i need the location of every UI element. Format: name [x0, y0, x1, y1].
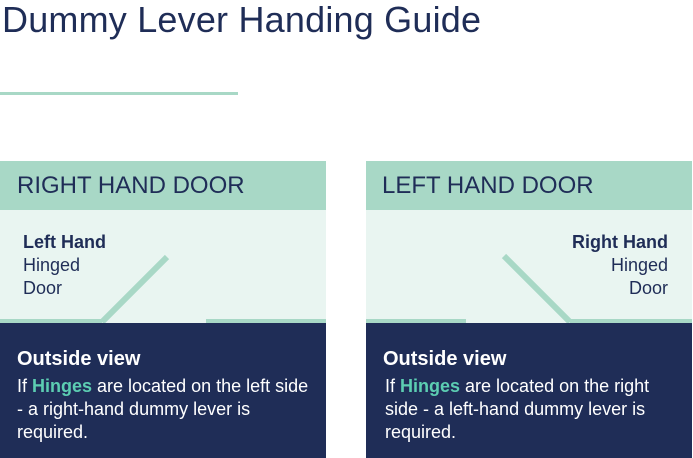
instruction-text: If — [385, 376, 401, 396]
wall-segment-right — [206, 319, 326, 325]
card-footer: Outside view If Hinges are located on th… — [366, 323, 692, 458]
card-heading: LEFT HAND DOOR — [382, 172, 594, 199]
wall-segment-right — [570, 319, 692, 325]
title-underline — [0, 92, 238, 95]
instruction-text: If — [17, 376, 33, 396]
card-footer: Outside view If Hinges are located on th… — [0, 323, 326, 458]
door-leaf — [99, 254, 170, 325]
door-diagram-panel: Left Hand Hinged Door — [0, 210, 326, 325]
hinge-label-strong: Right Hand — [572, 232, 668, 252]
left-hand-door-card: LEFT HAND DOOR Right Hand Hinged Door Ou… — [366, 161, 692, 458]
handing-instruction: If Hinges are located on the right side … — [385, 375, 685, 444]
door-diagram-panel: Right Hand Hinged Door — [366, 210, 692, 325]
door-swing-diagram — [366, 253, 692, 325]
hinge-label-line: Door — [23, 278, 63, 298]
outside-view-heading: Outside view — [383, 348, 507, 370]
wall-segment-left — [366, 319, 466, 325]
card-header: RIGHT HAND DOOR — [0, 161, 326, 210]
hinge-label: Left Hand Hinged Door — [23, 231, 106, 300]
wall-segment-left — [0, 319, 102, 325]
hinge-label-line: Hinged — [610, 255, 668, 275]
door-leaf — [501, 253, 573, 325]
hinge-label-strong: Left Hand — [23, 232, 106, 252]
instruction-text: are located on the left side - a right-h… — [17, 376, 309, 442]
instruction-text: are located on the right side - a left-h… — [385, 376, 650, 442]
hinge-label-line: Door — [628, 278, 668, 298]
outside-view-heading: Outside view — [17, 348, 141, 370]
handing-instruction: If Hinges are located on the left side -… — [17, 375, 317, 444]
door-swing-diagram — [0, 254, 326, 325]
right-hand-door-card: RIGHT HAND DOOR Left Hand Hinged Door Ou… — [0, 161, 326, 458]
hinges-highlight: Hinges — [32, 376, 93, 396]
card-heading: RIGHT HAND DOOR — [17, 172, 245, 199]
page-title: Dummy Lever Handing Guide — [2, 0, 482, 40]
card-header: LEFT HAND DOOR — [366, 161, 692, 210]
hinge-label-line: Hinged — [23, 255, 81, 275]
hinges-highlight: Hinges — [400, 376, 461, 396]
hinge-label: Right Hand Hinged Door — [572, 231, 668, 300]
